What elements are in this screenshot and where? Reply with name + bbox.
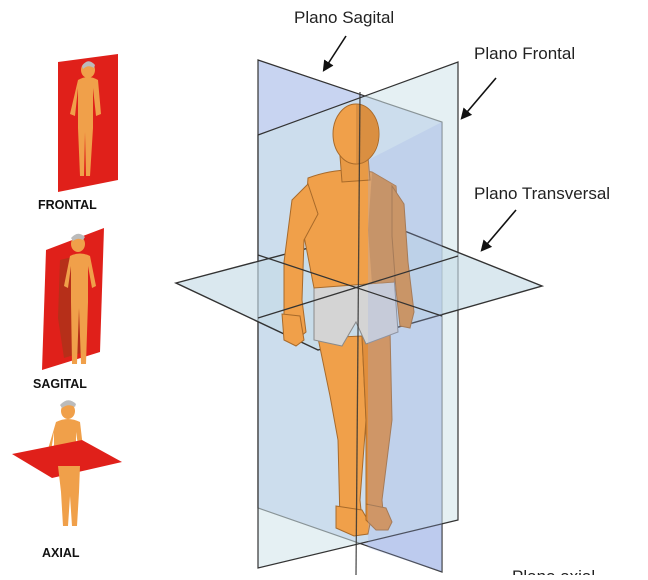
sagittal-plane-overlay: [368, 122, 442, 572]
frontal-arrow: [462, 78, 496, 118]
label-plano-transversal: Plano Transversal: [474, 184, 610, 204]
cropped-bottom-text: Plano axial: [512, 567, 595, 575]
thumbnail-axial: [12, 400, 122, 526]
label-plano-sagital: Plano Sagital: [294, 8, 394, 28]
sagital-arrow: [324, 36, 346, 70]
thumbnail-sagital: [42, 228, 104, 370]
label-plano-frontal: Plano Frontal: [474, 44, 575, 64]
thumbnail-axial-label: AXIAL: [42, 546, 80, 560]
thumbnail-frontal: [58, 54, 118, 192]
thumbnail-sagital-label: SAGITAL: [33, 377, 87, 391]
thumbnail-frontal-label: FRONTAL: [38, 198, 97, 212]
transversal-arrow: [482, 210, 516, 250]
